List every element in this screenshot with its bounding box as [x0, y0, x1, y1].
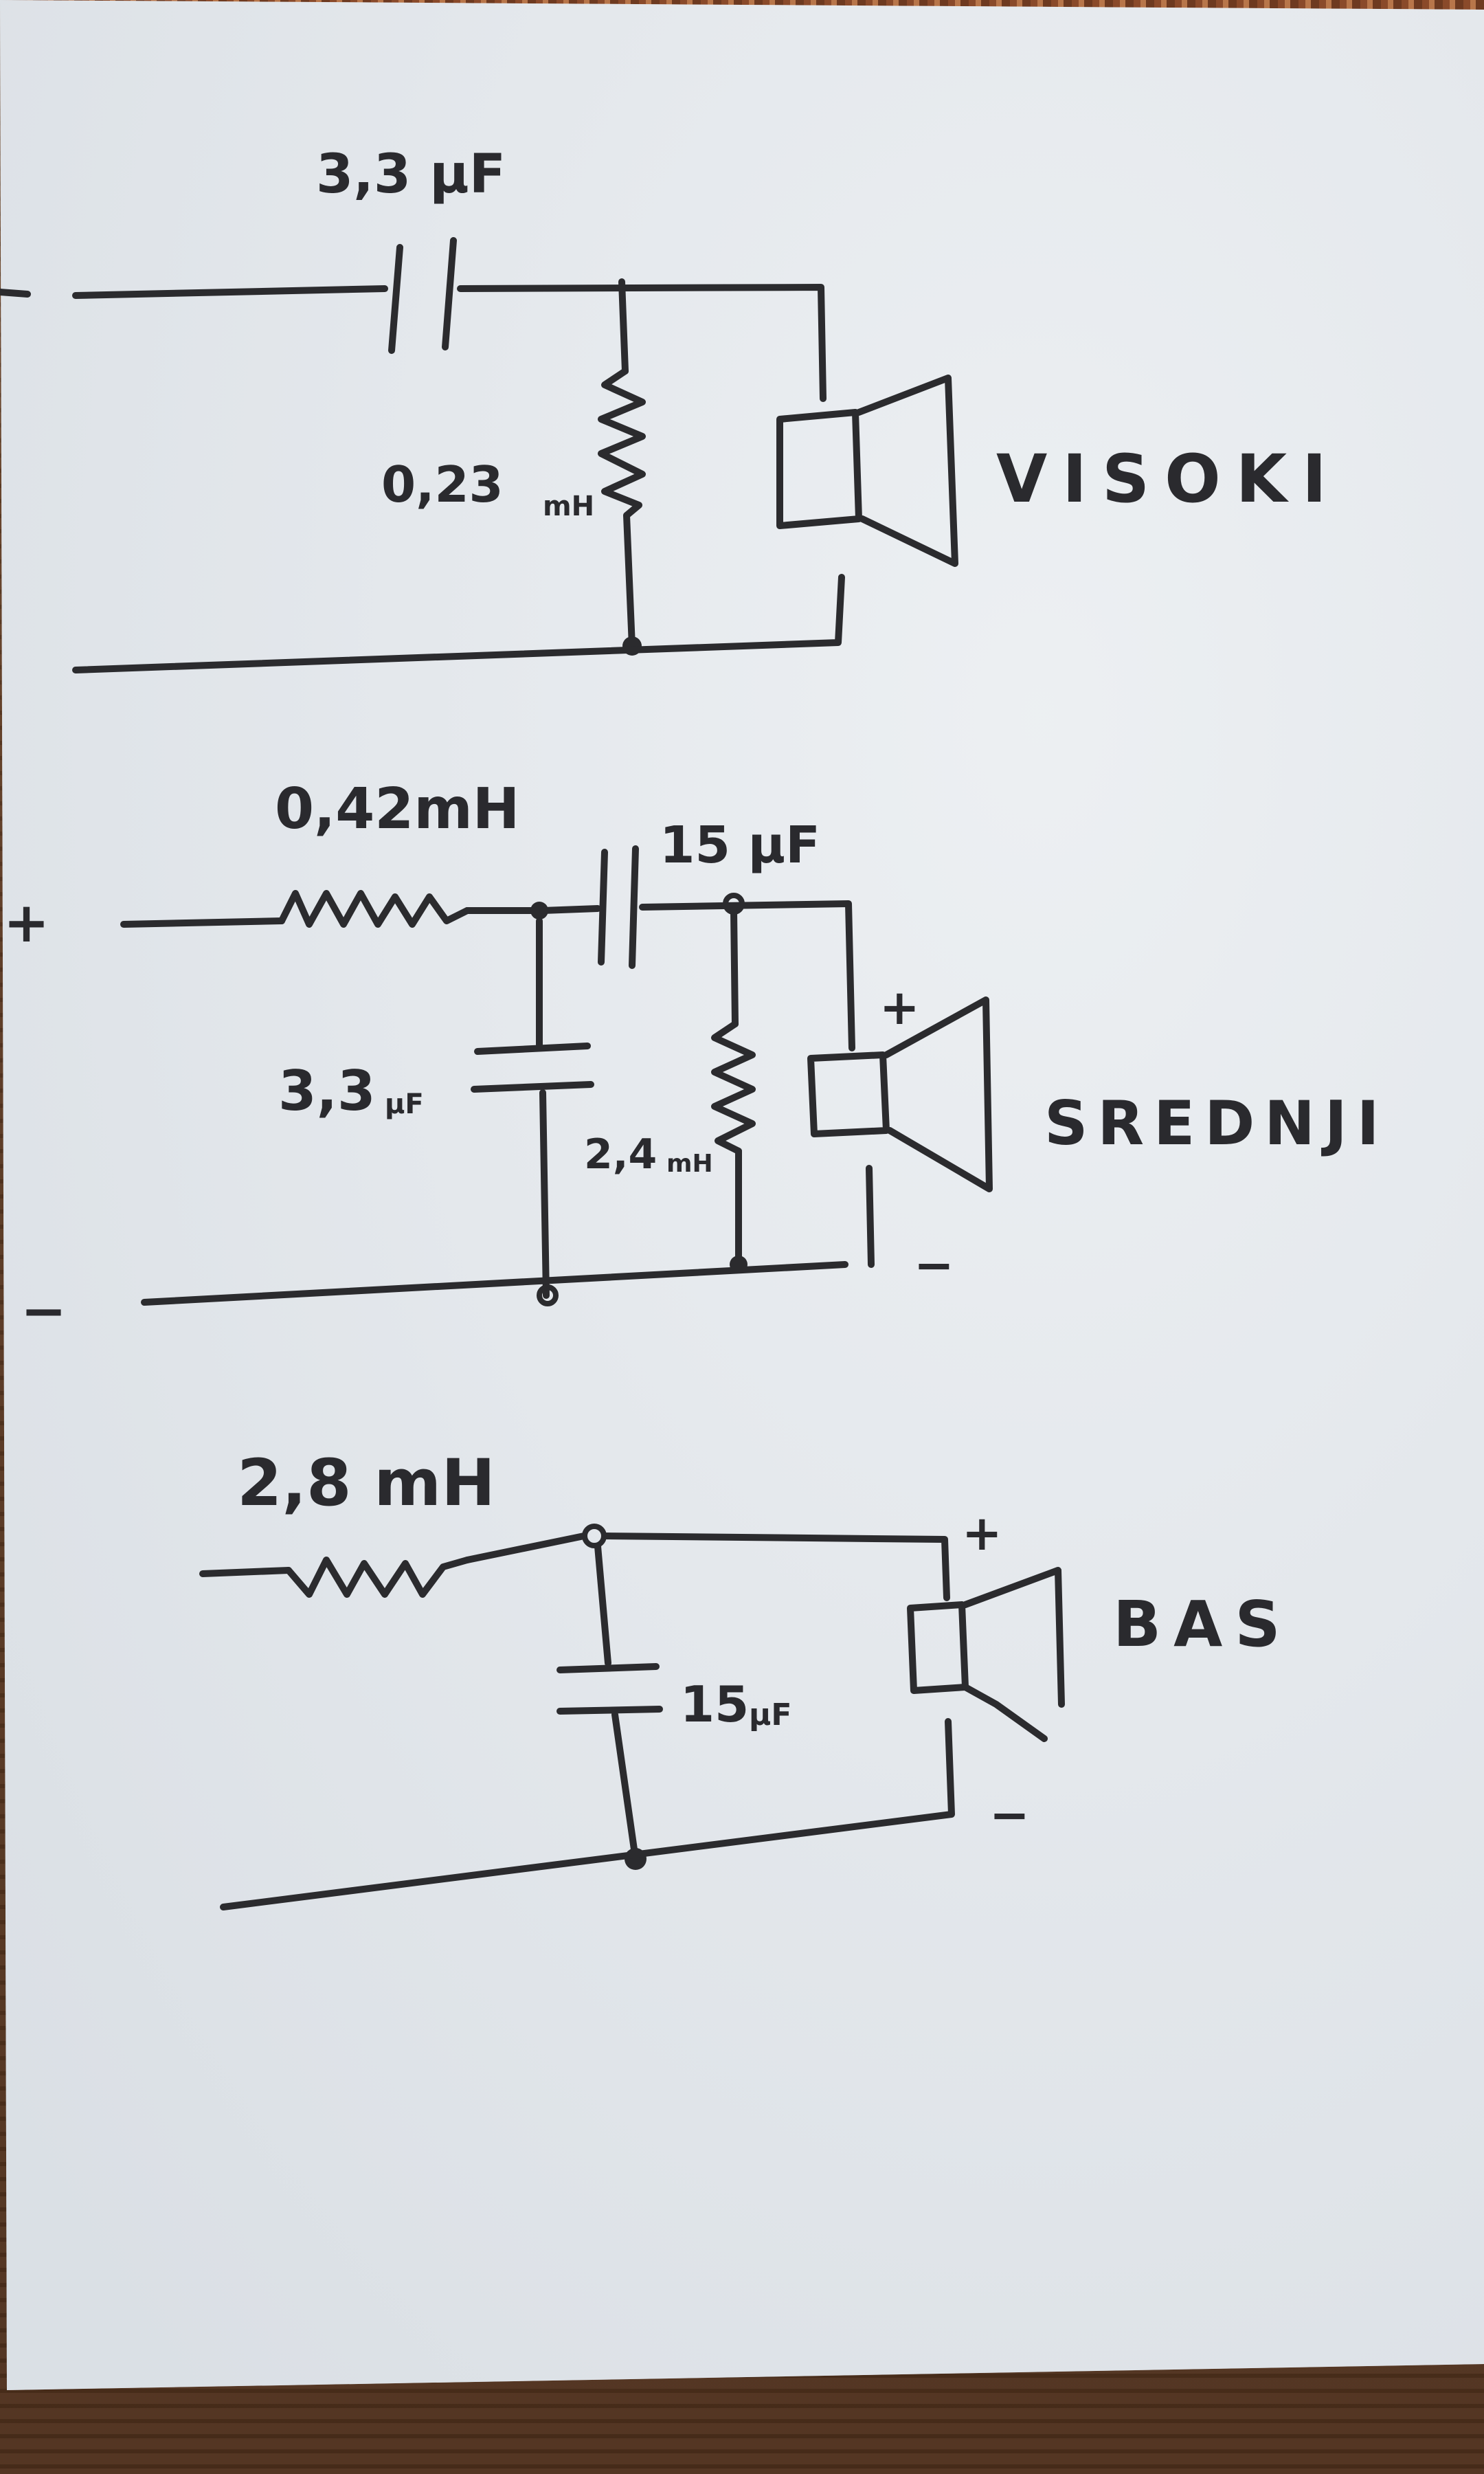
tweeter-top-wire [72, 285, 388, 299]
tweeter-cap-plate-right [442, 237, 457, 350]
mid-shunt-cap-value: 3,3 [278, 1059, 376, 1123]
mid-speaker-neg-lead [866, 1165, 875, 1268]
mid-speaker-cone [883, 996, 993, 1192]
bass-speaker-name: BAS [1113, 1587, 1293, 1661]
mid-shunt-cap-lead-bottom [539, 1089, 550, 1299]
mid-shunt-ind-value: 2,4 [584, 1130, 657, 1179]
bass-inductor-coil [285, 1557, 471, 1598]
tweeter-cap-label: 3,3 μF [316, 144, 506, 205]
bass-inductor-label: 2,8 mH [237, 1446, 495, 1521]
mid-shunt-ind-lead-top [730, 907, 739, 1027]
tweeter-cap-plate-left [388, 244, 403, 354]
tweeter-inductor-value: 0,23 [381, 456, 504, 513]
tweeter-inductor-unit: mH [543, 491, 594, 522]
mid-node-bottom-left [537, 1284, 559, 1306]
tweeter-bottom-wire [72, 574, 845, 673]
bass-cap-plate-bottom [556, 1706, 663, 1715]
mid-plus-input: + [3, 891, 49, 955]
tweeter-shunt-lower [623, 512, 636, 649]
bass-cap-plate-top [556, 1663, 660, 1673]
mid-speaker-plus: + [879, 979, 920, 1036]
mid-shunt-cap-unit: μF [385, 1089, 424, 1120]
mid-series-cap-plate-right [629, 845, 639, 969]
tweeter-top-wire-right [457, 284, 827, 402]
bass-wire-to-node [464, 1533, 587, 1563]
mid-bottom-wire [141, 1261, 848, 1306]
bass-top-wire-right [601, 1533, 950, 1601]
bass-speaker-plus: + [962, 1505, 1002, 1561]
mid-series-cap-label: 15 μF [660, 816, 820, 875]
tweeter-inductor-coil [598, 368, 646, 519]
tweeter-speaker-name: VISOKI [996, 441, 1342, 517]
bass-speaker-cone [962, 1567, 1065, 1742]
bass-input-wire [199, 1567, 292, 1577]
mid-shunt-cap-plate-top [474, 1043, 591, 1055]
bass-speaker-minus: − [989, 1787, 1030, 1843]
bass-cap-unit: μF [749, 1697, 791, 1732]
mid-speaker-minus: − [914, 1237, 954, 1293]
bass-cap-lead-bottom [611, 1711, 639, 1862]
bass-bottom-wire [220, 1718, 955, 1910]
mid-speaker-name: SREDNJI [1044, 1088, 1389, 1159]
tweeter-speaker-cone [855, 375, 958, 567]
mid-series-inductor-label: 0,42mH [275, 777, 519, 842]
mid-wire-to-cap [539, 905, 601, 914]
midrange-section [120, 845, 993, 1306]
mid-shunt-ind-unit: mH [666, 1150, 713, 1178]
mid-shunt-cap-plate-bottom [471, 1081, 594, 1093]
bass-cap-value: 15 [680, 1675, 749, 1733]
bass-cap-lead-top [594, 1543, 611, 1667]
tweeter-top-wire-left [0, 289, 31, 298]
bass-section [199, 1524, 1065, 1910]
mid-top-wire-right [639, 900, 855, 1051]
mid-series-cap-plate-left [598, 849, 608, 966]
mid-series-inductor-coil [278, 890, 471, 928]
tweeter-section [0, 237, 958, 673]
mid-input-wire [120, 917, 285, 928]
tweeter-shunt-upper [618, 278, 629, 375]
mid-shunt-inductor-coil [711, 1021, 756, 1155]
mid-minus-input: − [21, 1279, 67, 1343]
